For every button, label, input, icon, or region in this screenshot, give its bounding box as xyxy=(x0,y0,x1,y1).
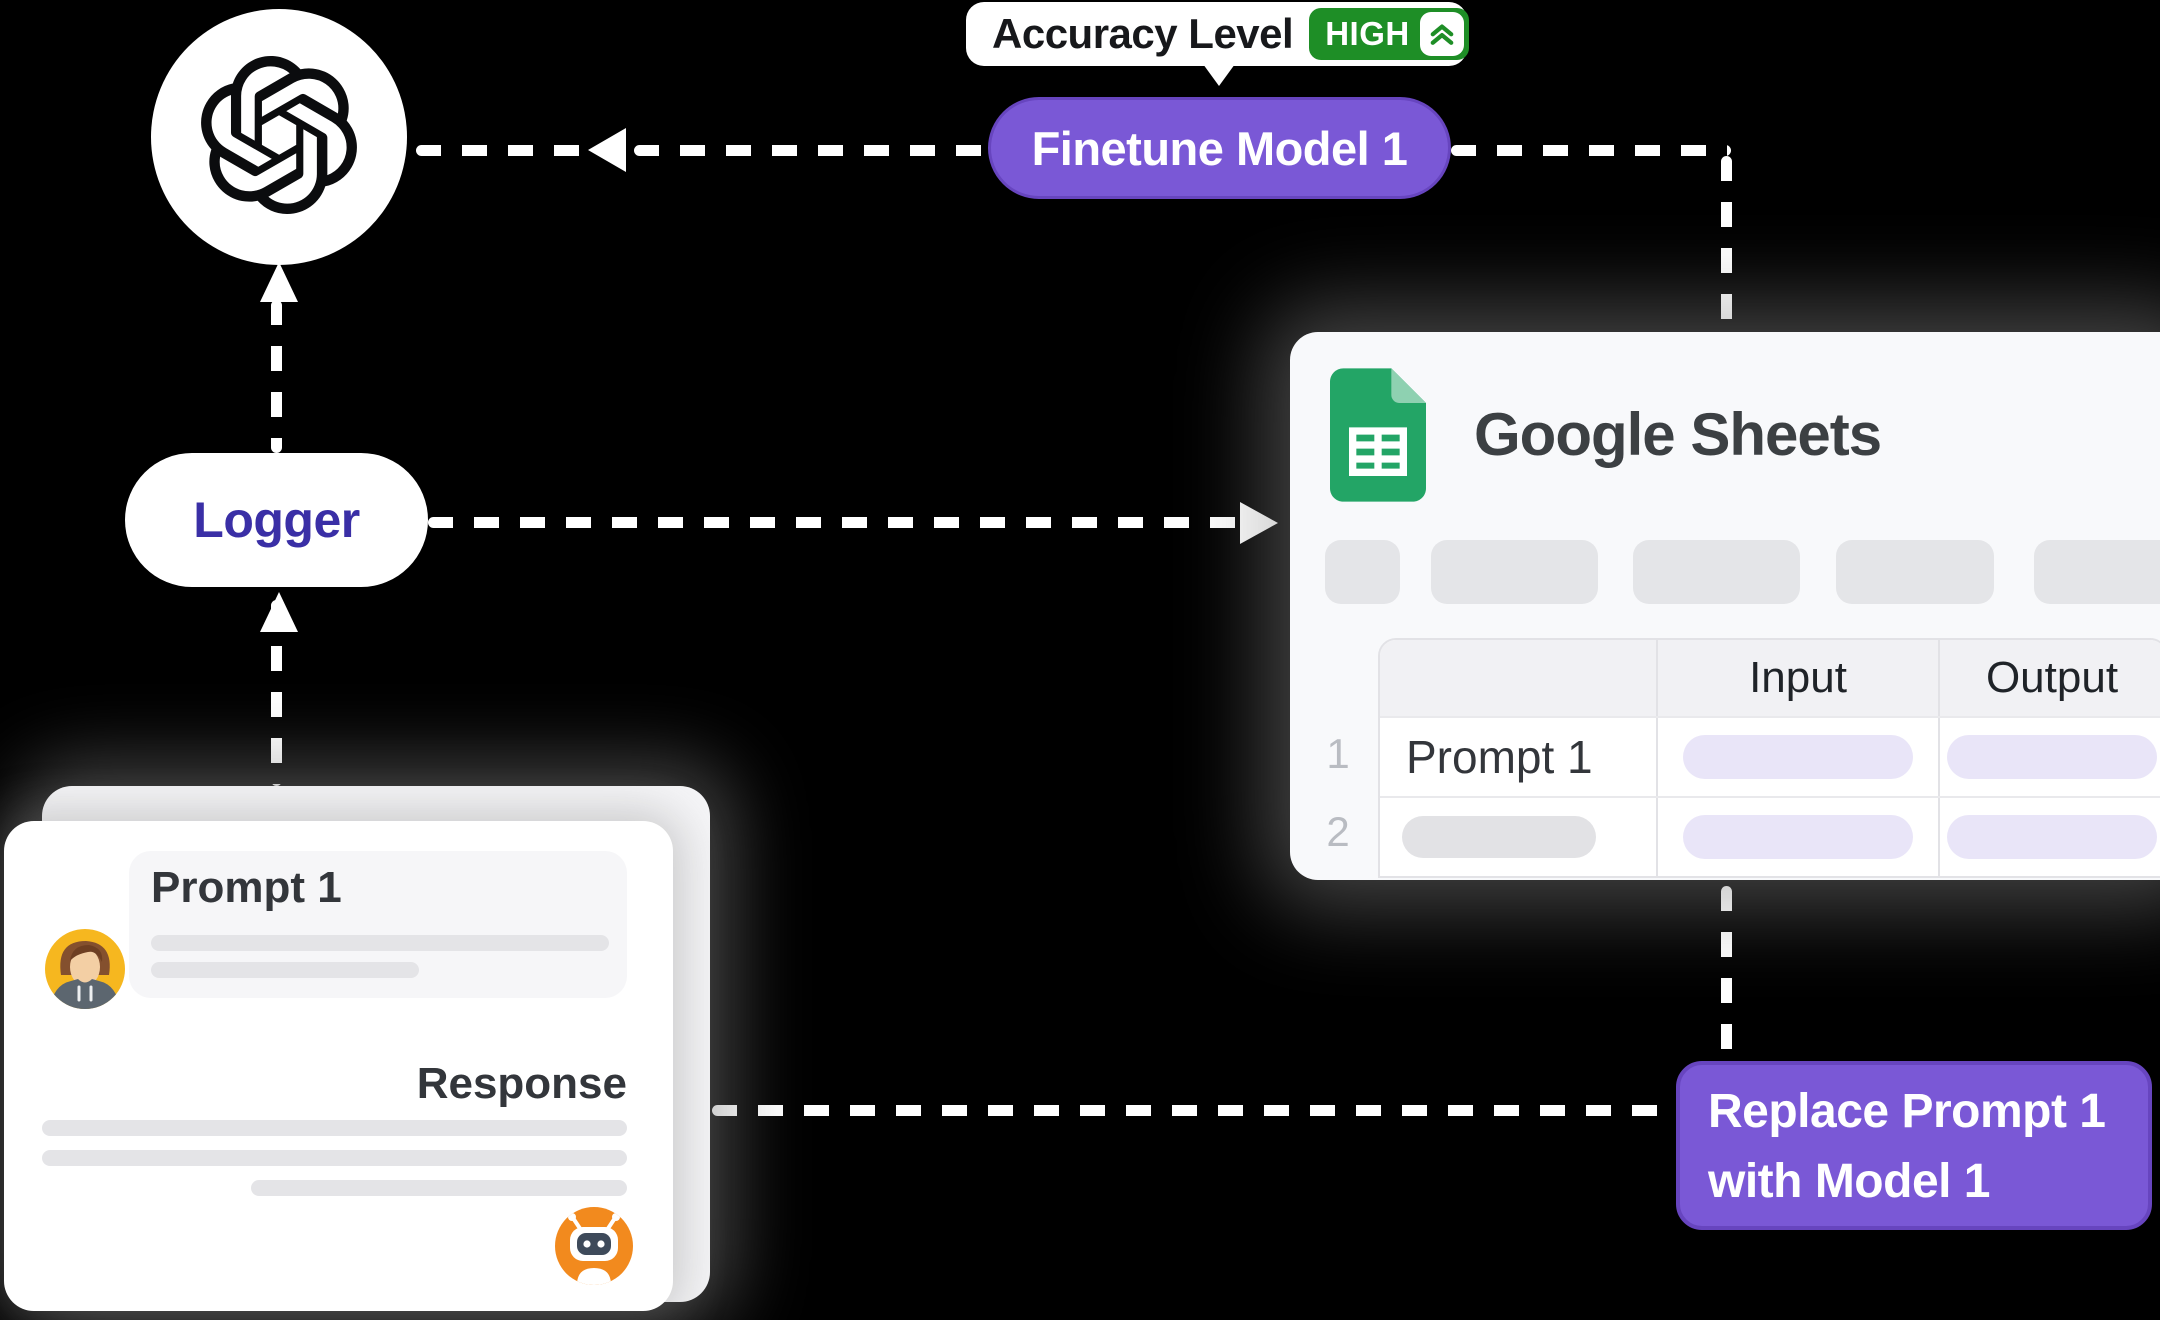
value-placeholder-pill xyxy=(1683,815,1913,859)
openai-logo-icon xyxy=(200,55,358,219)
logger-label: Logger xyxy=(193,492,360,548)
header-cell-input: Input xyxy=(1656,640,1938,716)
chat-card: Prompt 1 Response xyxy=(4,821,673,1311)
cell-output-value xyxy=(1938,718,2160,796)
replace-prompt-node: Replace Prompt 1 with Model 1 xyxy=(1676,1061,2152,1230)
openai-node xyxy=(151,9,407,265)
accuracy-level-badge: Accuracy Level HIGH xyxy=(966,2,1469,66)
replace-prompt-label-line2: with Model 1 xyxy=(1708,1155,1991,1208)
value-placeholder-pill xyxy=(1947,815,2157,859)
header-cell-blank xyxy=(1380,640,1656,716)
text-placeholder-line xyxy=(151,935,609,951)
google-sheets-icon xyxy=(1330,368,1426,507)
header-cell-output: Output xyxy=(1938,640,2160,716)
label-placeholder-pill xyxy=(1402,816,1596,858)
connector-card-to-logger xyxy=(271,600,282,786)
connector-card-to-replace xyxy=(712,1105,1674,1116)
sheets-table: Input Output Prompt 1 xyxy=(1378,638,2160,878)
accuracy-badge-pointer xyxy=(1203,64,1235,86)
value-placeholder-pill xyxy=(1683,735,1913,779)
sheets-table-header-row: Input Output xyxy=(1380,640,2160,716)
cell-input-value xyxy=(1656,798,1938,876)
robot-avatar xyxy=(555,1207,633,1285)
sheet-row-number: 1 xyxy=(1326,730,1350,777)
connector-sheets-to-replace xyxy=(1721,886,1732,1058)
arrowhead-left-toward-openai xyxy=(588,128,626,172)
arrowhead-up-into-logger xyxy=(260,592,298,632)
connector-finetune-to-openai-right xyxy=(634,145,988,156)
sheet-row-number: 2 xyxy=(1326,808,1350,855)
cell-output-value xyxy=(1938,798,2160,876)
connector-corner-to-finetune xyxy=(1451,145,1731,156)
accuracy-level-label: Accuracy Level xyxy=(992,10,1294,57)
toolbar-placeholder xyxy=(2034,540,2160,604)
toolbar-placeholder xyxy=(1325,540,1400,604)
connector-sheets-to-corner xyxy=(1721,156,1732,332)
value-placeholder-pill xyxy=(1947,735,2157,779)
arrowhead-up-into-openai xyxy=(260,262,298,302)
finetune-model-label: Finetune Model 1 xyxy=(1031,121,1408,175)
connector-logger-to-openai xyxy=(271,300,282,453)
response-title: Response xyxy=(416,1059,627,1108)
accuracy-high-value: HIGH xyxy=(1325,15,1410,52)
google-sheets-panel: Google Sheets 1 2 Input Output Prompt 1 xyxy=(1290,332,2160,880)
toolbar-placeholder xyxy=(1836,540,1994,604)
sheets-panel-title: Google Sheets xyxy=(1474,401,1882,468)
toolbar-placeholder xyxy=(1431,540,1598,604)
sheets-table-row-2 xyxy=(1380,796,2160,876)
connector-logger-to-sheets xyxy=(428,517,1240,528)
arrowhead-right-into-sheets xyxy=(1240,502,1278,544)
double-chevron-up-icon xyxy=(1419,12,1464,56)
finetune-model-node: Finetune Model 1 xyxy=(988,97,1451,199)
connector-finetune-to-openai-left xyxy=(416,145,584,156)
text-placeholder-line xyxy=(42,1120,627,1136)
cell-prompt-label: Prompt 1 xyxy=(1406,731,1593,783)
text-placeholder-line xyxy=(251,1180,627,1196)
user-avatar xyxy=(45,929,125,1009)
accuracy-high-chip: HIGH xyxy=(1309,8,1469,60)
cell-input-value xyxy=(1656,718,1938,796)
prompt-title: Prompt 1 xyxy=(151,863,342,912)
prompt-bubble: Prompt 1 xyxy=(129,851,627,998)
toolbar-placeholder xyxy=(1633,540,1800,604)
replace-prompt-label-line1: Replace Prompt 1 xyxy=(1708,1085,2106,1138)
text-placeholder-line xyxy=(151,962,419,978)
logger-node: Logger xyxy=(125,453,428,587)
text-placeholder-line xyxy=(42,1150,627,1166)
sheets-table-row-1: Prompt 1 xyxy=(1380,716,2160,796)
cell-prompt-label xyxy=(1380,798,1656,876)
